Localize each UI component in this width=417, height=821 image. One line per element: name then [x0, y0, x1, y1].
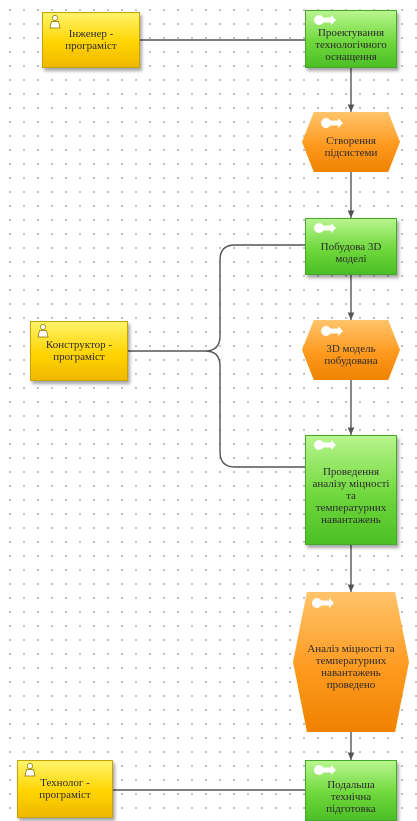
event-analysis-done[interactable]: Аналіз міцності та температурних наванта… — [293, 592, 409, 732]
event-arrow-icon — [321, 118, 343, 128]
role-technologist[interactable]: Технолог - програміст — [17, 760, 113, 818]
event-subsystem-created[interactable]: Створення підсистеми — [302, 112, 400, 172]
event-arrow-icon — [321, 326, 343, 336]
event-label: Створення підсистеми — [324, 135, 378, 159]
role-designer[interactable]: Конструктор - програміст — [30, 321, 128, 381]
function-tooling-design[interactable]: Проектування технологічного оснащення — [305, 10, 397, 68]
function-label: Проектування технологічного оснащення — [315, 27, 387, 63]
function-label: Подальша технічна підготовка — [326, 778, 376, 815]
role-engineer[interactable]: Інженер - програміст — [42, 12, 140, 68]
event-label: Аналіз міцності та температурних наванта… — [307, 643, 395, 691]
function-arrow-icon — [314, 15, 336, 25]
event-label: 3D модель побудована — [324, 343, 378, 367]
function-arrow-icon — [314, 765, 336, 775]
role-label: Конструктор - програміст — [45, 339, 113, 363]
person-icon — [49, 15, 61, 29]
event-arrow-icon — [312, 598, 334, 608]
function-label: Проведення аналізу міцності та температу… — [312, 466, 390, 526]
event-3d-model-built[interactable]: 3D модель побудована — [302, 320, 400, 380]
role-label: Інженер - програміст — [65, 28, 117, 52]
function-arrow-icon — [314, 440, 336, 450]
person-icon — [24, 763, 36, 777]
link-designer-branches — [128, 244, 305, 468]
function-label: Побудова 3D моделі — [320, 240, 382, 265]
person-icon — [37, 324, 49, 338]
function-further-preparation[interactable]: Подальша технічна підготовка — [305, 760, 397, 821]
function-strength-analysis[interactable]: Проведення аналізу міцності та температу… — [305, 435, 397, 545]
role-label: Технолог - програміст — [39, 777, 91, 801]
function-arrow-icon — [314, 223, 336, 233]
function-build-3d-model[interactable]: Побудова 3D моделі — [305, 218, 397, 275]
